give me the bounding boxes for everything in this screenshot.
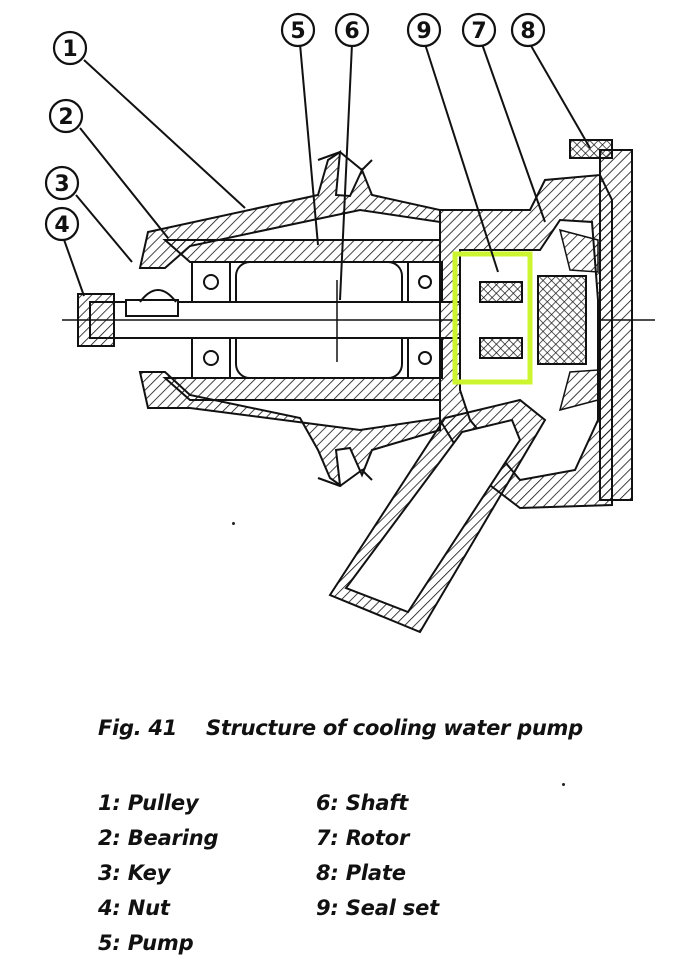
bearing-ball xyxy=(418,275,432,289)
legend-item: 8: Plate xyxy=(316,861,406,885)
pulley-groove xyxy=(317,150,373,172)
legend-item: 6: Shaft xyxy=(316,791,409,815)
key xyxy=(125,299,179,317)
callout-3: 3 xyxy=(44,165,80,201)
legend-item: 3: Key xyxy=(98,861,171,885)
outlet-pipe-bore xyxy=(344,418,522,614)
svg-text:6: 6 xyxy=(344,19,359,44)
callout-8: 8 xyxy=(510,12,546,48)
callout-6: 6 xyxy=(334,12,370,48)
bearing-ball xyxy=(203,274,219,290)
bearing-ball xyxy=(203,350,219,366)
parts-legend-left: 1: Pulley 2: Bearing 3: Key 4: Nut 5: Pu… xyxy=(98,786,218,961)
rotor xyxy=(537,275,587,365)
rotor-vane-upper xyxy=(558,228,599,273)
bearing-housing-lower xyxy=(162,377,441,401)
svg-text:5: 5 xyxy=(290,19,305,44)
legend-item: 9: Seal set xyxy=(316,896,439,920)
seal-lower xyxy=(479,337,523,359)
svg-text:9: 9 xyxy=(416,19,431,44)
bearing-housing-upper xyxy=(162,239,441,263)
rotor-vane-lower xyxy=(558,369,599,412)
callout-4: 4 xyxy=(44,206,80,242)
bearing-ball xyxy=(418,351,432,365)
legend-item: 1: Pulley xyxy=(98,791,199,815)
parts-legend-right: 6: Shaft 7: Rotor 8: Plate 9: Seal set xyxy=(316,786,439,926)
callout-7: 7 xyxy=(461,12,497,48)
svg-text:2: 2 xyxy=(58,105,73,130)
svg-text:1: 1 xyxy=(62,37,77,62)
figure-title: Structure of cooling water pump xyxy=(206,716,583,740)
callout-5: 5 xyxy=(280,12,316,48)
pump-cross-section-diagram: 1 2 3 4 5 6 9 7 8 xyxy=(44,12,655,634)
legend-item: 5: Pump xyxy=(98,931,194,955)
legend-item: 4: Nut xyxy=(98,896,170,920)
figure-caption: Fig. 41 Structure of cooling water pump xyxy=(98,716,583,740)
scan-speck xyxy=(562,783,565,786)
plate-bolt xyxy=(569,139,613,159)
callout-9: 9 xyxy=(406,12,442,48)
leader-lines xyxy=(61,43,591,301)
scan-speck xyxy=(232,522,235,525)
figure-number: Fig. 41 xyxy=(98,716,177,740)
callout-2: 2 xyxy=(48,98,84,134)
legend-item: 2: Bearing xyxy=(98,826,219,850)
svg-text:4: 4 xyxy=(54,213,69,238)
nut xyxy=(77,293,115,347)
seal-upper xyxy=(479,281,523,303)
legend-item: 7: Rotor xyxy=(316,826,410,850)
plate xyxy=(599,149,633,501)
callout-1: 1 xyxy=(52,30,88,66)
svg-text:8: 8 xyxy=(520,19,535,44)
svg-text:7: 7 xyxy=(471,19,486,44)
pulley-groove-lower xyxy=(317,468,373,488)
svg-text:3: 3 xyxy=(54,172,69,197)
key-groove xyxy=(139,289,177,303)
